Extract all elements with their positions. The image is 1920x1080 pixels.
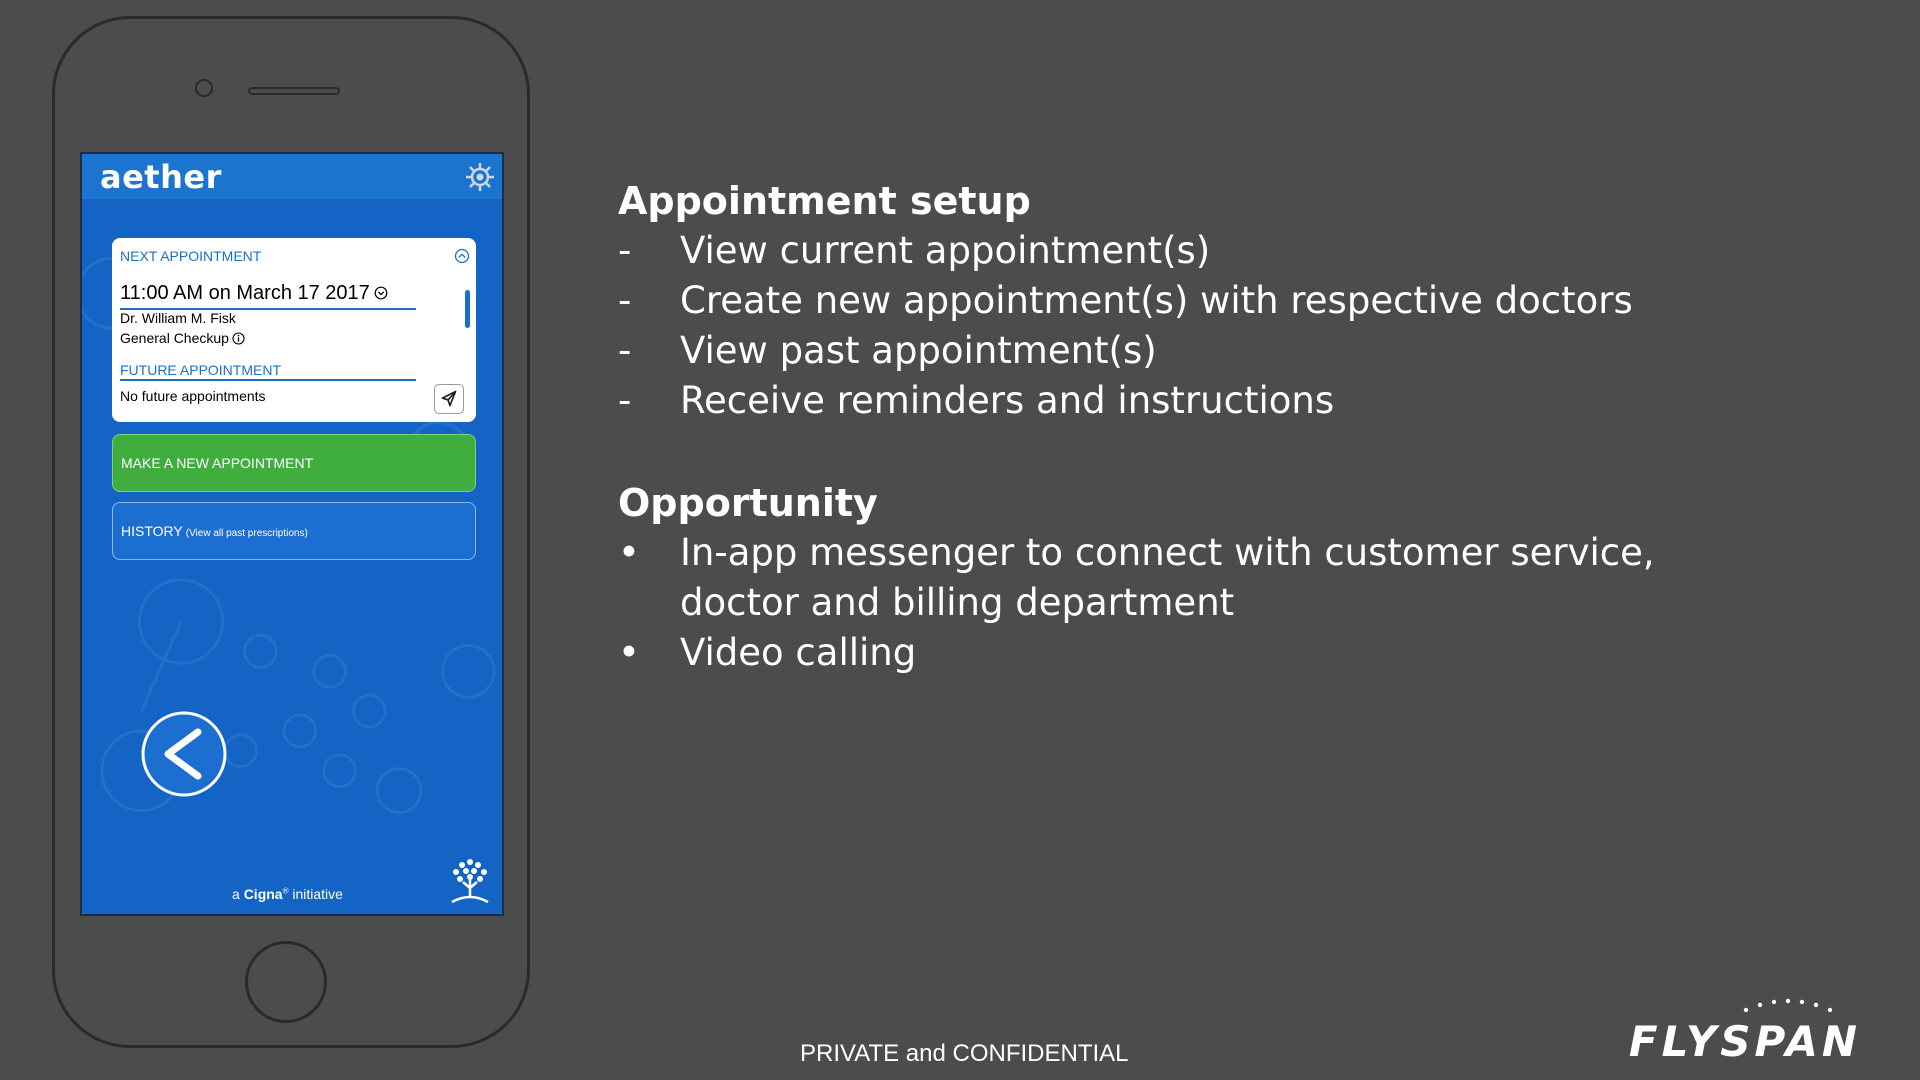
phone-speaker [248, 87, 340, 95]
navigation-button[interactable] [434, 384, 464, 414]
doctor-name: Dr. William M. Fisk [120, 310, 236, 326]
appointment-time[interactable]: 11:00 AM on March 17 2017 [120, 282, 388, 305]
cigna-initiative: a Cigna® initiative [232, 886, 343, 902]
cigna-suffix: initiative [288, 886, 343, 902]
app-logo: aether [100, 158, 222, 196]
make-new-appointment-label: MAKE A NEW APPOINTMENT [121, 455, 314, 471]
list-item-text: doctor and billing department [680, 581, 1235, 624]
navigation-arrow-icon [441, 390, 457, 407]
bullet-marker: • [618, 531, 640, 574]
history-subtext: (View all past prescriptions) [185, 528, 308, 539]
phone-camera [195, 79, 213, 97]
appointment-setup-title: Appointment setup [618, 179, 1031, 223]
chevron-down-icon[interactable] [374, 286, 388, 300]
list-item-text: Receive reminders and instructions [680, 379, 1335, 422]
future-underline [120, 379, 416, 381]
gear-icon[interactable] [464, 161, 496, 193]
list-item: • In-app messenger to connect with custom… [618, 528, 1818, 578]
appointment-card: NEXT APPOINTMENT 11:00 AM on March 17 20… [112, 238, 476, 422]
list-item-text: In-app messenger to connect with custome… [680, 531, 1655, 574]
collapse-up-icon[interactable] [454, 248, 470, 264]
opportunity-title: Opportunity [618, 481, 878, 525]
brand-text: FLYSPAN [1629, 1017, 1861, 1064]
phone-home-button[interactable] [245, 941, 327, 1023]
list-item: • Video calling [618, 628, 1818, 678]
make-new-appointment-button[interactable]: MAKE A NEW APPOINTMENT [112, 434, 476, 492]
cigna-name: Cigna [243, 886, 283, 902]
cigna-reg: ® [282, 886, 289, 896]
appointment-type: General Checkup [120, 330, 245, 346]
back-arrow-icon[interactable] [140, 710, 228, 798]
list-item: - View current appointment(s) [618, 226, 1818, 276]
flyspan-logo: FLYSPAN [1629, 998, 1861, 1064]
list-item: - Receive reminders and instructions [618, 376, 1818, 426]
future-appointment-value: No future appointments [120, 388, 266, 404]
dash-marker: - [618, 279, 632, 322]
future-appointment-label: FUTURE APPOINTMENT [120, 362, 282, 378]
history-label: HISTORY [121, 523, 183, 539]
history-button[interactable]: HISTORY(View all past prescriptions) [112, 502, 476, 560]
section-gap [618, 426, 1818, 478]
phone-screen: aether NEXT APPOINTMENT 11:00 AM on Marc… [80, 152, 504, 916]
list-item-text: Create new appointment(s) with respectiv… [680, 279, 1633, 322]
next-appointment-label: NEXT APPOINTMENT [120, 248, 262, 264]
appointment-time-text: 11:00 AM on March 17 2017 [120, 282, 370, 304]
cigna-prefix: a [232, 886, 244, 902]
dash-marker: - [618, 229, 632, 272]
tree-logo-icon [451, 859, 489, 904]
appointment-type-text: General Checkup [120, 330, 229, 346]
bullet-marker: • [618, 631, 640, 674]
phone-frame [52, 16, 530, 1048]
list-item: - Create new appointment(s) with respecti… [618, 276, 1818, 326]
dash-marker: - [618, 329, 632, 372]
dash-marker: - [618, 379, 632, 422]
appointment-underline [120, 308, 416, 310]
app-header: aether [82, 154, 502, 199]
list-item-text: View current appointment(s) [680, 229, 1211, 272]
list-item-text: View past appointment(s) [680, 329, 1157, 372]
confidential-footer: PRIVATE and CONFIDENTIAL [800, 1040, 1129, 1067]
info-icon[interactable] [232, 332, 245, 345]
card-scrollbar[interactable] [465, 290, 470, 328]
list-item-text: Video calling [680, 631, 917, 674]
slide-content: Appointment setup - View current appointm… [618, 176, 1818, 678]
list-item: - View past appointment(s) [618, 326, 1818, 376]
list-item-continuation: doctor and billing department [618, 578, 1818, 628]
